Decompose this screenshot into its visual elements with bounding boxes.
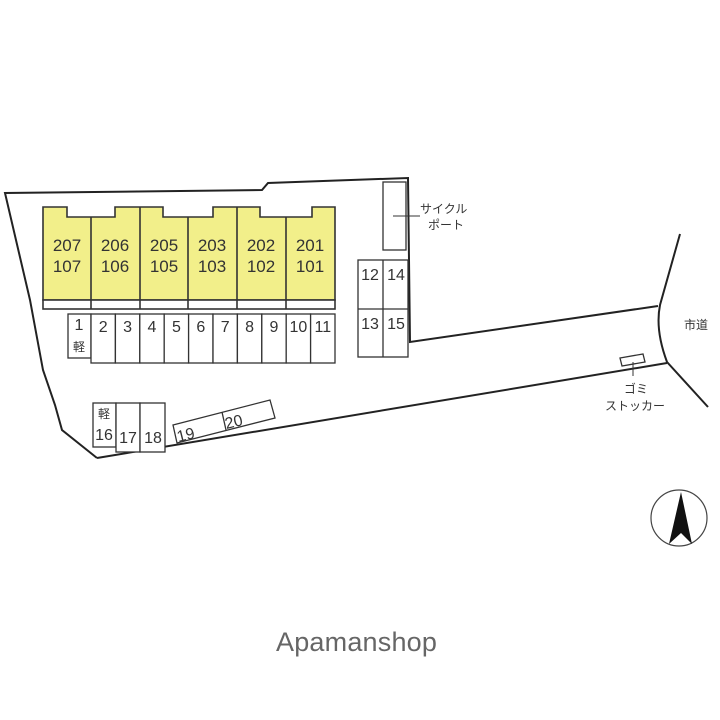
parking-slot-number: 10 — [290, 319, 308, 336]
svg-text:106: 106 — [101, 257, 129, 276]
parking-slot-number: 7 — [221, 319, 230, 336]
access-road-lower-edge — [96, 362, 668, 459]
parking-slot-number: 11 — [314, 319, 331, 336]
svg-text:17: 17 — [119, 430, 137, 447]
parking-slot-number: 9 — [270, 319, 279, 336]
garbage-label: ゴミ — [624, 381, 648, 396]
garbage-stocker — [619, 353, 646, 367]
svg-text:102: 102 — [247, 257, 275, 276]
svg-text:201: 201 — [296, 236, 324, 255]
svg-text:103: 103 — [198, 257, 226, 276]
brand-watermark: Apamanshop — [276, 627, 438, 657]
svg-text:軽: 軽 — [73, 340, 85, 354]
city-road-label: 市道 — [684, 317, 708, 332]
svg-text:107: 107 — [53, 257, 81, 276]
svg-text:101: 101 — [296, 257, 324, 276]
parking-slot — [90, 313, 117, 364]
parking-slot-number: 5 — [172, 319, 181, 336]
svg-text:18: 18 — [144, 430, 162, 447]
svg-text:軽: 軽 — [98, 407, 110, 421]
parking-slot — [236, 313, 263, 364]
svg-text:20: 20 — [223, 412, 244, 433]
svg-text:1: 1 — [75, 317, 84, 334]
svg-text:13: 13 — [361, 316, 379, 333]
parking-slot-number: 6 — [196, 319, 205, 336]
svg-text:105: 105 — [150, 257, 178, 276]
parking-slot-number: 8 — [245, 319, 254, 336]
svg-text:207: 207 — [53, 236, 81, 255]
svg-text:14: 14 — [387, 267, 405, 284]
svg-text:203: 203 — [198, 236, 226, 255]
svg-text:15: 15 — [387, 316, 405, 333]
cycle-port-label-2: ポート — [428, 218, 464, 232]
parking-12-15: 12 14 13 15 — [357, 259, 409, 358]
svg-text:202: 202 — [247, 236, 275, 255]
parking-slot-number: 2 — [99, 319, 108, 336]
garbage-label-2: ストッカー — [605, 399, 665, 413]
city-road-edge — [657, 233, 709, 408]
svg-text:19: 19 — [175, 425, 196, 446]
parking-16-18: 軽 16 17 18 — [92, 402, 166, 453]
svg-text:16: 16 — [95, 427, 113, 444]
svg-text:205: 205 — [150, 236, 178, 255]
parking-19-20: 19 20 — [172, 399, 276, 446]
parking-slot — [309, 313, 336, 364]
svg-text:206: 206 — [101, 236, 129, 255]
parking-slot-number: 4 — [148, 319, 157, 336]
parking-slot — [285, 313, 312, 364]
parking-slot-number: 3 — [123, 319, 132, 336]
cycle-port-label: サイクル — [420, 202, 467, 216]
site-boundary — [3, 176, 659, 459]
parking-slot — [187, 313, 214, 364]
svg-text:12: 12 — [361, 267, 379, 284]
north-arrow-icon — [650, 489, 708, 547]
